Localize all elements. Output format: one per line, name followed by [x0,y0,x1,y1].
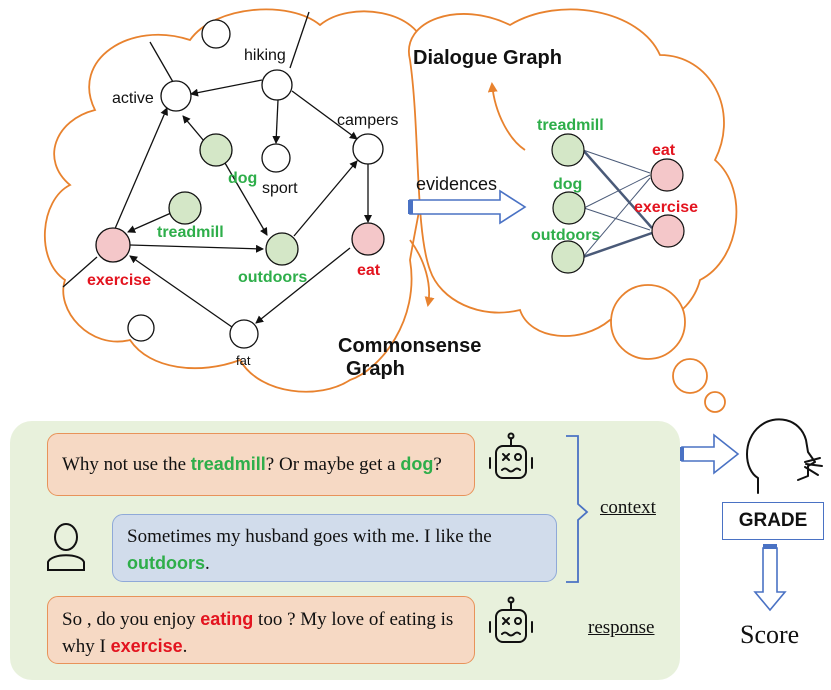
dialogue-label-treadmill: treadmill [537,117,604,134]
response-label: response [588,617,655,638]
bubble1-text-pre: Why not use the [62,454,191,475]
orange-arrow-to-commonsense [409,239,435,307]
thought-bubble-small [704,391,726,413]
label-eat: eat [357,262,381,279]
thought-bubble-large [610,284,686,360]
label-active: active [112,90,154,107]
dialogue-node-treadmill [551,133,585,167]
commonsense-edges [62,11,372,328]
context-bubble-2: Sometimes my husband goes with me. I lik… [112,514,557,582]
label-fat: fat [236,353,251,368]
to-grade-arrow [681,433,740,475]
label-campers: campers [337,112,398,129]
response-text-pre: So , do you enjoy [62,609,201,630]
bubble1-keyword-treadmill: treadmill [190,454,266,474]
label-treadmill: treadmill [157,224,224,241]
to-score-arrow [753,547,787,612]
node-blank-top [201,19,231,49]
robot-icon [489,432,533,479]
grade-box: GRADE [722,502,824,540]
node-eat [351,222,385,256]
context-bubble-1: Why not use the treadmill? Or maybe get … [47,433,475,496]
orange-arrow-to-dialogue [487,82,526,151]
score-label: Score [740,620,800,649]
dialogue-label-exercise: exercise [634,199,698,216]
bubble1-keyword-dog: dog [400,454,434,474]
grade-label: GRADE [738,510,808,531]
evidences-arrow [409,189,527,225]
thought-bubble-medium [672,358,708,394]
label-exercise: exercise [87,272,151,289]
response-text-post: . [182,636,188,657]
dialogue-title: Dialogue Graph [413,47,562,69]
response-keyword-exercise: exercise [110,636,183,656]
context-label: context [600,497,656,518]
dialogue-label-dog: dog [553,176,582,193]
label-hiking: hiking [244,47,286,64]
context-bracket [566,435,589,583]
dialogue-edges [582,149,653,259]
evidences-label: evidences [416,174,497,194]
label-dog: dog [228,170,257,187]
commonsense-title-line1: Commonsense [338,335,481,357]
node-outdoors [265,232,299,266]
node-campers [352,133,384,165]
node-fat [229,319,259,349]
dialogue-label-eat: eat [652,142,676,159]
bubble1-text-post: ? [433,454,442,475]
robot-icon [489,596,533,643]
response-text-mid: too ? My love of eating is why I [62,609,454,657]
evidences-arrow-tail [408,200,413,214]
node-exercise [95,227,131,263]
dialogue-node-dog [552,191,586,225]
bubble1-text-mid: ? Or maybe get a [265,454,401,475]
commonsense-cloud [44,8,432,393]
response-keyword-eating: eating [200,609,254,629]
node-hiking [261,69,293,101]
response-bubble: So , do you enjoy eating too ? My love o… [47,596,475,664]
person-icon [47,523,85,571]
bubble2-text-pre: Sometimes my husband goes with me. I lik… [127,526,492,547]
bubble2-keyword-outdoors: outdoors [127,553,205,573]
commonsense-title-line2: Graph [346,358,405,380]
label-sport: sport [262,180,298,197]
node-dog [199,133,233,167]
dialogue-node-eat [650,158,684,192]
bubble2-text-post: . [205,553,210,574]
to-score-arrow-tail [763,544,777,549]
dialogue-label-outdoors: outdoors [531,227,600,244]
dialogue-node-outdoors [551,240,585,274]
node-blank-bottom [127,314,155,342]
to-grade-arrow-tail [679,447,684,461]
node-sport [261,143,291,173]
node-treadmill [168,191,202,225]
label-outdoors: outdoors [238,269,307,286]
head-profile-icon [746,418,823,494]
dialogue-node-exercise [651,214,685,248]
node-active [160,80,192,112]
